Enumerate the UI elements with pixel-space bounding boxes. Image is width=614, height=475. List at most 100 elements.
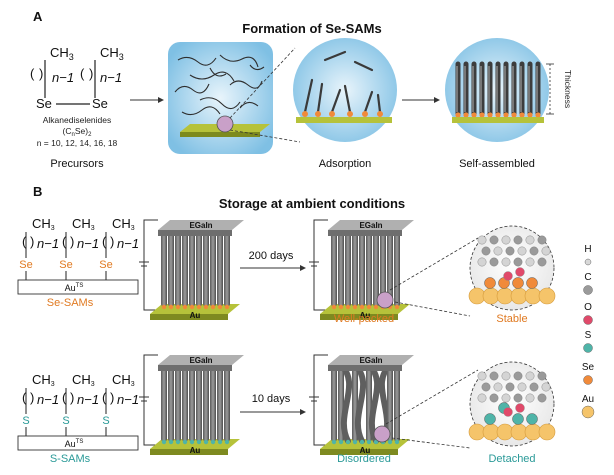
sam-pillar: [217, 365, 223, 441]
mol-7: [181, 106, 221, 116]
chain-atom: [481, 246, 491, 256]
ads-mol-7: [323, 50, 347, 62]
egain-label: EGaIn: [359, 356, 382, 365]
anchor-atom: [484, 277, 496, 289]
paren-close: ): [30, 390, 34, 405]
ch3-right-text: CH: [100, 45, 119, 60]
mol-8: [239, 101, 259, 109]
chain-atom: [513, 371, 523, 381]
stable-zoom: [468, 225, 556, 311]
se-days-arrow-head: [300, 265, 306, 271]
anchor-atom-dot: [366, 439, 372, 445]
au-label: Au: [190, 446, 201, 455]
anchor-atom: [512, 413, 524, 425]
au-atom: [538, 423, 556, 441]
legend-swatch: [583, 375, 593, 385]
ch3-label: CH3: [32, 216, 55, 232]
sam-pillar: [175, 230, 181, 306]
au-atom: [510, 287, 528, 305]
sam-se-atom: [527, 112, 533, 118]
mol-2: [189, 71, 235, 82]
anchor-atom-dot: [359, 304, 365, 310]
se-right: Se: [92, 96, 108, 111]
sam-pillar-bent: [338, 362, 353, 444]
ch3-label: CH3: [72, 216, 95, 232]
sam-se-atom: [503, 112, 509, 118]
chain-atom: [525, 371, 535, 381]
sam-pillar: [189, 230, 195, 306]
au-atom: [496, 423, 514, 441]
zoom-line-top: [229, 47, 296, 119]
anchor-atom-dot: [352, 304, 358, 310]
egain-side: [328, 365, 402, 371]
chain-atom: [517, 382, 527, 392]
n-values: n = 10, 12, 14, 16, 18: [37, 138, 118, 148]
oxygen-atom: [503, 271, 513, 281]
chain-atom: [525, 257, 535, 267]
anchor-atom-dot: [182, 304, 188, 310]
chain-atom: [541, 382, 551, 392]
sam-se-atom: [519, 112, 525, 118]
sam-pillar-bent: [352, 362, 367, 444]
egain-top: [158, 220, 244, 230]
sam-pillar: [217, 230, 223, 306]
anchor-atom-dot: [217, 304, 223, 310]
se-left: Se: [36, 96, 52, 111]
au-atom: [468, 423, 486, 441]
au-atom: [510, 423, 528, 441]
sam-pillar: [210, 230, 216, 306]
anchor-atom-dot: [168, 304, 174, 310]
chain-atom: [513, 393, 523, 403]
sam-pillar: [182, 230, 188, 306]
anchor-atom-dot: [224, 304, 230, 310]
self-assembled-caption: Self-assembled: [459, 158, 535, 170]
sam-se-atom: [495, 112, 501, 118]
chain-atom: [513, 235, 523, 245]
n-left: n−1: [52, 70, 74, 85]
paren-open: (: [22, 234, 27, 249]
n-subscript: n−1: [117, 392, 139, 407]
substrate-label: AuTS: [65, 439, 84, 449]
ch3-sub: 3: [51, 225, 55, 232]
sam-pillar: [196, 365, 202, 441]
chain-atom: [529, 246, 539, 256]
chain-atom: [537, 393, 547, 403]
chain-atom: [477, 371, 487, 381]
arrow-to-assembled-head: [434, 97, 440, 103]
chain-atom: [489, 257, 499, 267]
paren-open: (: [62, 390, 67, 405]
anchor-atom-dot: [217, 439, 223, 445]
chain-atom: [489, 393, 499, 403]
chain-atom: [489, 235, 499, 245]
legend-swatch: [584, 258, 592, 266]
anchor-atom: S: [62, 415, 69, 427]
au-label: Au: [360, 446, 371, 455]
anchor-atom-dot: [161, 439, 167, 445]
sam-se-atom: [479, 112, 485, 118]
stable-caption: Stable: [496, 313, 527, 325]
zoom-line-bottom: [229, 129, 301, 143]
panel-a-label: A: [33, 9, 43, 24]
paren-close: ): [110, 390, 114, 405]
sam-pillar: [168, 365, 174, 441]
chain-atom: [541, 246, 551, 256]
au-substrate-side: [320, 449, 398, 455]
anchor-atom-dot: [394, 439, 400, 445]
ch3-label: CH3: [32, 372, 55, 388]
oxygen-atom: [515, 267, 525, 277]
chain-atom: [537, 257, 547, 267]
anchor-atom: S: [102, 415, 109, 427]
paren-open: (: [102, 234, 107, 249]
self-assembled-zoom: [445, 38, 549, 142]
precursors-caption: Precursors: [50, 158, 104, 170]
s-zoom-spot: [373, 425, 391, 443]
sam-pillar-bent: [366, 362, 381, 444]
anchor-atom: S: [22, 415, 29, 427]
mol-5: [229, 80, 263, 89]
n-subscript: n−1: [77, 236, 99, 251]
s-days-label: 10 days: [252, 393, 291, 405]
